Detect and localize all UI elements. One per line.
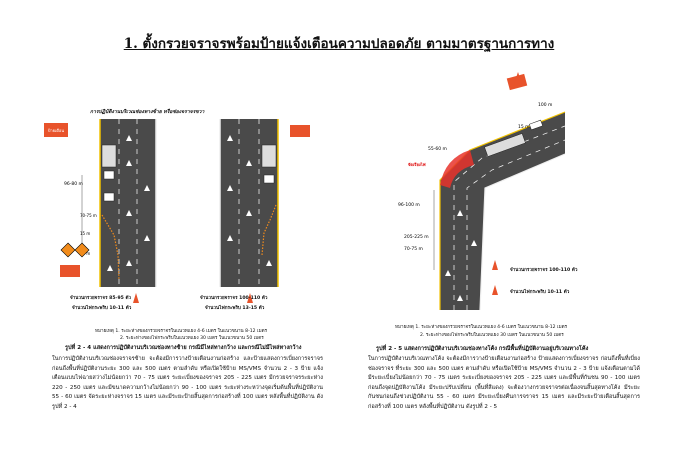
- traffic-cone-icon: [133, 293, 139, 303]
- light-count-left-b: จำนวนไฟกระพริบ 13-15 ตัว: [205, 306, 265, 311]
- light-count-right: จำนวนไฟกระพริบ 10-11 ตัว: [510, 290, 570, 295]
- traffic-cone-icon: [514, 72, 522, 84]
- dist-label: 205-225 m: [404, 234, 429, 240]
- roadwork-diamond-icon: [60, 242, 90, 258]
- right-note-2: 2. ระยะห่างของไฟกระพริบในแนวทแยง 30 เมตร…: [420, 333, 564, 338]
- red-transition-zone: [440, 150, 474, 188]
- dist-label: 70-75 m: [404, 246, 423, 252]
- right-diagram: 100 m 15 m 55-60 m จัดเรียงไฟ 96-100 m 2…: [398, 72, 566, 311]
- left-body-paragraph: ในการปฏิบัติงานบริเวณช่องจราจรซ้าย จะต้อ…: [52, 356, 323, 410]
- dist-label: 100 m: [538, 102, 552, 108]
- cone-count-right: จำนวนกรวยจราจร 100-110 ตัว: [510, 268, 578, 273]
- traffic-cone-icon: [492, 260, 498, 270]
- traffic-cone-icon: [492, 285, 498, 295]
- road-two: [219, 119, 279, 287]
- dist-label: 15 m: [518, 124, 530, 130]
- right-note-1: หมายเหตุ 1. ระยะห่างของกรวยจราจรในแนวทแย…: [395, 325, 568, 330]
- road-one: [99, 119, 157, 287]
- warning-sign-icon: [44, 123, 68, 137]
- warning-sign-icon: [60, 265, 80, 277]
- dist-label: 96-100 m: [398, 202, 420, 208]
- sign-label-left: ป้ายเตือน: [48, 128, 64, 133]
- cone-count-left: จำนวนกรวยจราจร 85-95 ตัว: [70, 296, 132, 301]
- left-diagram: ป้ายเตือน 96-80 m 70-75 m 15 m 30 m: [44, 119, 310, 303]
- dist-label: 96-80 m: [64, 181, 83, 187]
- right-body-paragraph: ในการปฏิบัติงานบริเวณทางโค้ง จะต้องมีการ…: [368, 356, 640, 410]
- left-note-1: หมายเหตุ 1. ระยะห่างของกรวยจราจรในแนวทแย…: [95, 329, 268, 334]
- red-zone-label: จัดเรียงไฟ: [408, 161, 426, 167]
- right-figure-caption: รูปที่ 2 - 5 แสดงการปฏิบัติงานบริเวณช่อง…: [376, 346, 589, 352]
- light-count-left: จำนวนไฟกระพริบ 10-11 ตัว: [72, 306, 132, 311]
- cone-count-left-b: จำนวนกรวยจราจร 100-110 ตัว: [200, 296, 268, 301]
- left-note-2: 2. ระยะห่างของไฟกระพริบในแนวทแยง 30 เมตร…: [120, 336, 264, 341]
- dist-label: 55-60 m: [428, 146, 447, 152]
- left-figure-caption: รูปที่ 2 - 4 แสดงการปฏิบัติงานบริเวณช่อง…: [65, 345, 302, 351]
- dist-label: 70-75 m: [80, 213, 97, 218]
- left-subtitle: การปฏิบัติงานบริเวณช่องทางซ้าย หรือช่องจ…: [90, 109, 205, 115]
- page-heading: 1. ตั้งกรวยจราจรพร้อมป้ายแจ้งเตือนความปล…: [123, 36, 555, 52]
- warning-sign-icon: [290, 125, 310, 137]
- dist-label: 15 m: [80, 231, 90, 236]
- traffic-cone-icon: [247, 293, 253, 303]
